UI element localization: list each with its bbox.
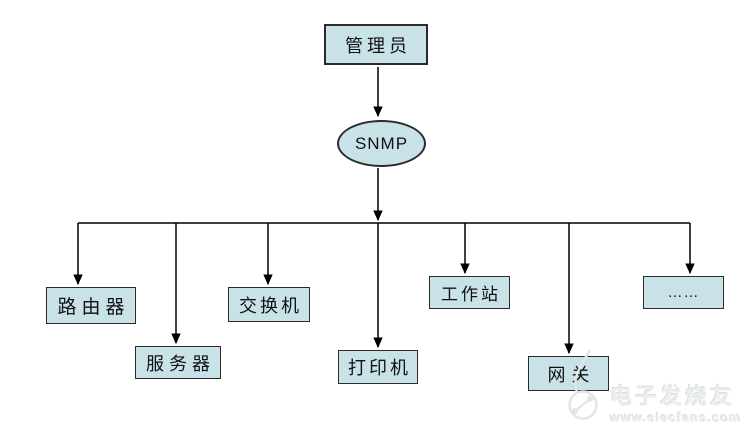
node-router: 路由器	[46, 287, 136, 324]
node-printer: 打印机	[338, 350, 418, 384]
node-manager: 管理员	[324, 24, 428, 65]
node-workstation: 工作站	[429, 276, 510, 309]
node-more-devices: ……	[643, 276, 724, 309]
node-server: 服务器	[135, 346, 221, 379]
node-gateway: 网关	[528, 356, 609, 391]
node-snmp: SNMP	[337, 120, 426, 167]
node-switch: 交换机	[228, 287, 310, 322]
